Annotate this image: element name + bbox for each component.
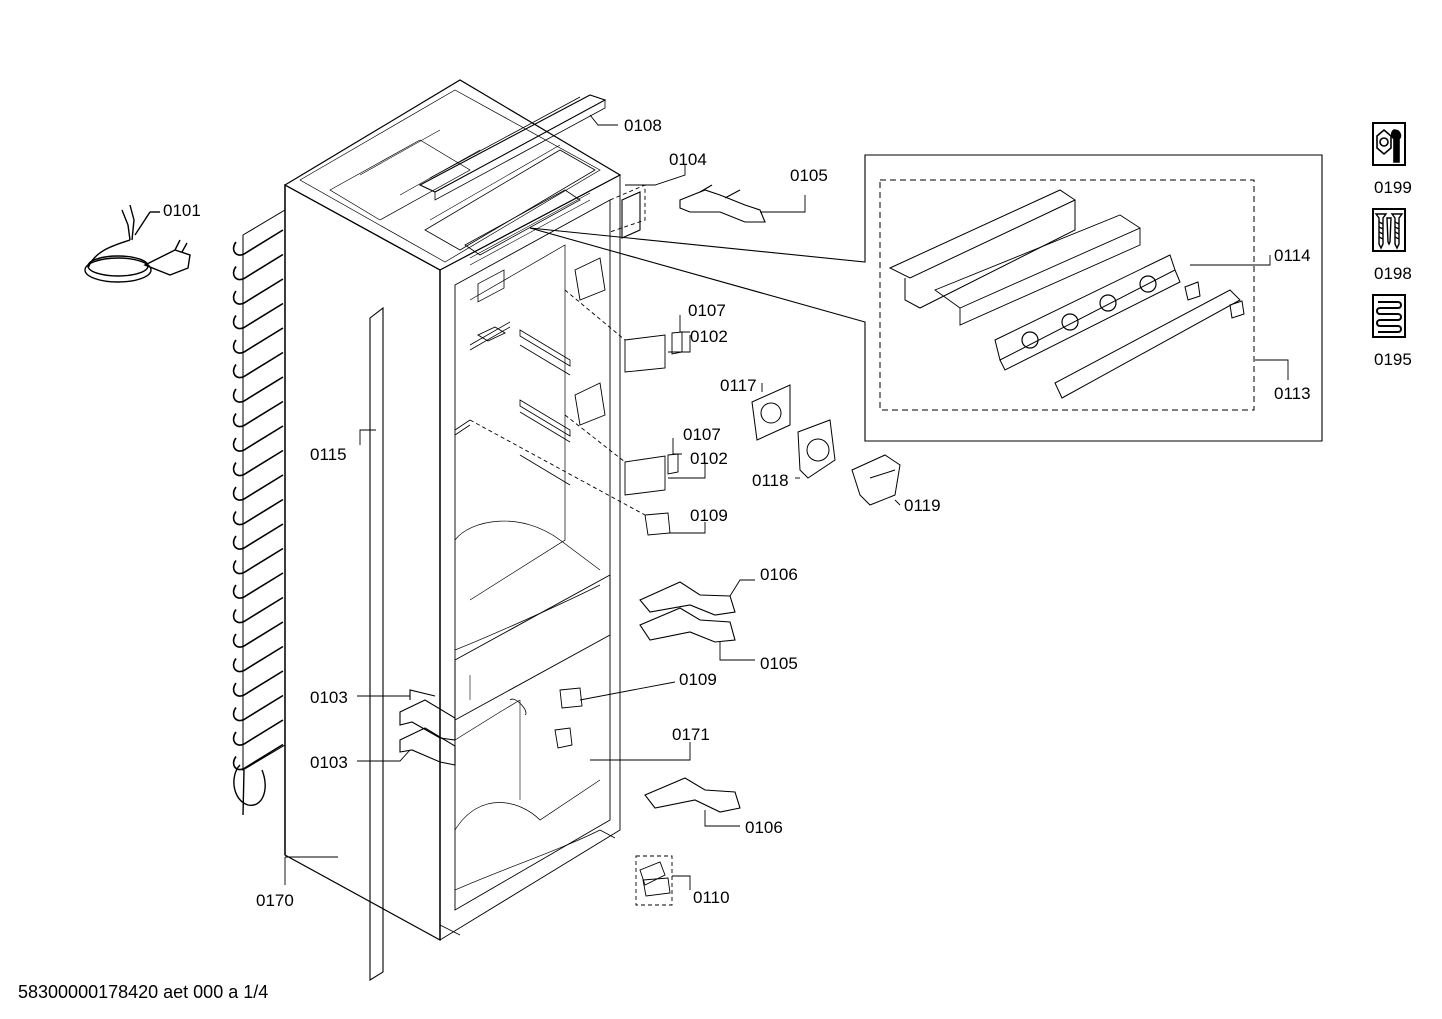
coil-rung <box>232 694 284 722</box>
lower-hinges <box>399 689 456 766</box>
door-hinges <box>621 184 766 813</box>
label-0103-top: 0103 <box>310 688 348 707</box>
label-0199: 0199 <box>1374 178 1412 197</box>
inner-parts <box>469 184 683 906</box>
label-0107-top: 0107 <box>688 301 726 320</box>
label-0170: 0170 <box>256 891 294 910</box>
screws-icon <box>1372 208 1406 252</box>
coil-rung <box>232 278 284 305</box>
coil-rung <box>232 572 284 599</box>
label-0103-bottom: 0103 <box>310 753 348 772</box>
coil-rung <box>232 376 284 403</box>
coil-rung <box>232 425 284 452</box>
coil-rung <box>232 670 284 697</box>
coil-rung <box>232 327 284 354</box>
coil-rung <box>232 474 284 501</box>
coil-rung <box>232 253 284 281</box>
label-0107-bottom: 0107 <box>683 425 721 444</box>
label-0195: 0195 <box>1374 350 1412 369</box>
coil-rung <box>232 498 284 526</box>
coil-rung <box>232 449 284 477</box>
coil-rung <box>232 400 284 428</box>
leader-lines <box>150 114 1289 890</box>
coil-rung <box>232 351 284 379</box>
coil-rung <box>232 621 284 648</box>
label-0114: 0114 <box>1274 246 1311 265</box>
seal-strip <box>369 306 384 981</box>
label-0106-top: 0106 <box>760 565 798 584</box>
electronics-detail <box>529 154 1323 442</box>
label-0117: 0117 <box>720 376 757 395</box>
label-0102-bottom: 0102 <box>690 449 728 468</box>
coil-rung <box>232 596 284 624</box>
coil-rung <box>232 547 284 575</box>
label-0106-bottom: 0106 <box>745 818 783 837</box>
nut-wrench-icon <box>1372 122 1406 166</box>
coil-rung <box>232 229 284 256</box>
label-0105-top: 0105 <box>790 166 828 185</box>
label-0171: 0171 <box>672 725 710 744</box>
label-0110: 0110 <box>693 888 730 907</box>
condenser-coil <box>232 209 286 816</box>
tube-coil-icon <box>1372 294 1406 338</box>
coil-rung <box>232 719 284 746</box>
fan-parts <box>751 384 901 506</box>
label-0104: 0104 <box>669 150 707 169</box>
coil-rung <box>232 743 284 771</box>
coil-rung <box>232 523 284 550</box>
drawing-number: 58300000178420 aet 000 a 1/4 <box>18 982 269 1002</box>
label-0101: 0101 <box>163 201 201 220</box>
label-0113: 0113 <box>1274 384 1311 403</box>
cabinet <box>283 79 622 942</box>
power-cable <box>84 204 191 283</box>
label-0198: 0198 <box>1374 264 1412 283</box>
label-0109-bottom: 0109 <box>679 670 717 689</box>
label-0108: 0108 <box>624 116 662 135</box>
label-0118: 0118 <box>752 471 789 490</box>
label-0119: 0119 <box>904 496 941 515</box>
label-0105-bottom: 0105 <box>760 654 798 673</box>
coil-rung <box>232 645 284 673</box>
label-0115: 0115 <box>310 445 347 464</box>
coil-rung <box>232 302 284 330</box>
label-0109-top: 0109 <box>690 506 728 525</box>
label-0102-top: 0102 <box>690 327 728 346</box>
